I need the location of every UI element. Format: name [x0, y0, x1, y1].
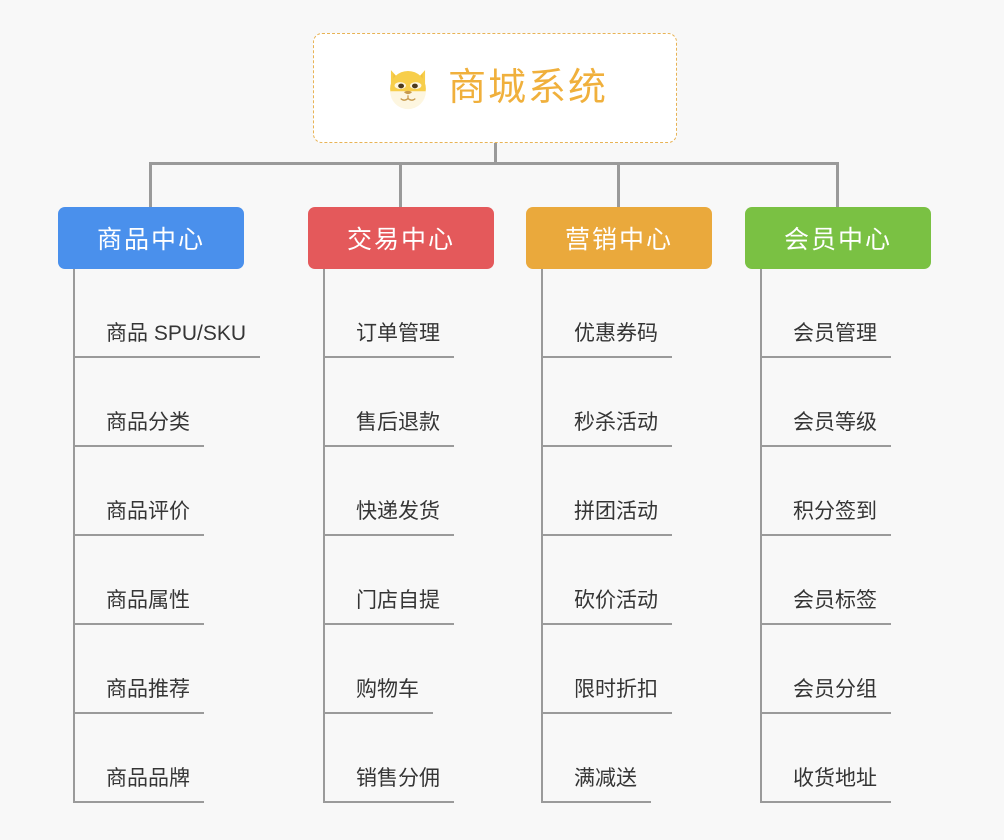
- leaf-item-rule: [73, 356, 261, 358]
- leaf-item-rule: [760, 356, 891, 358]
- leaf-item-rule: [323, 623, 454, 625]
- shiba-dog-face-icon: [390, 70, 426, 110]
- leaf-item-rule: [541, 712, 672, 714]
- leaf-list-trade-center: 订单管理 售后退款 快递发货 门店自提 购物车 销售分佣: [308, 269, 494, 803]
- leaf-spine: [541, 269, 543, 803]
- category-header-member-center[interactable]: 会员中心: [745, 207, 931, 269]
- leaf-item-rule: [760, 445, 891, 447]
- leaf-item[interactable]: 会员标签: [745, 536, 931, 625]
- leaf-item-rule: [73, 801, 204, 803]
- leaf-item-label: 会员分组: [793, 677, 877, 701]
- leaf-item[interactable]: 商品分类: [58, 358, 244, 447]
- leaf-item-label: 购物车: [356, 677, 419, 701]
- leaf-item-label: 订单管理: [356, 321, 440, 345]
- leaf-item[interactable]: 会员管理: [745, 269, 931, 358]
- category-header-marketing-center[interactable]: 营销中心: [526, 207, 712, 269]
- leaf-item[interactable]: 商品评价: [58, 447, 244, 536]
- branch-trade-center: 交易中心 订单管理 售后退款 快递发货 门店自提 购物车 销售分佣: [308, 207, 494, 803]
- leaf-item-label: 商品分类: [106, 410, 190, 434]
- connector-drop-3: [617, 162, 620, 208]
- connector-drop-4: [836, 162, 839, 208]
- leaf-item-rule: [760, 534, 891, 536]
- leaf-item-rule: [323, 712, 433, 714]
- leaf-item[interactable]: 商品品牌: [58, 714, 244, 803]
- connector-root-stem: [494, 143, 497, 164]
- leaf-item-rule: [73, 712, 204, 714]
- leaf-item-label: 会员管理: [793, 321, 877, 345]
- leaf-item-label: 优惠券码: [574, 321, 658, 345]
- root-node-content: 商城系统: [382, 62, 608, 114]
- leaf-item-label: 限时折扣: [574, 677, 658, 701]
- leaf-list-marketing-center: 优惠券码 秒杀活动 拼团活动 砍价活动 限时折扣 满减送: [526, 269, 712, 803]
- leaf-item[interactable]: 门店自提: [308, 536, 494, 625]
- leaf-item-label: 满减送: [574, 766, 637, 790]
- leaf-item-label: 会员标签: [793, 588, 877, 612]
- branch-product-center: 商品中心 商品 SPU/SKU 商品分类 商品评价 商品属性 商品推荐 商品品牌: [58, 207, 261, 803]
- leaf-item-label: 商品品牌: [106, 766, 190, 790]
- leaf-item[interactable]: 订单管理: [308, 269, 494, 358]
- leaf-item-rule: [73, 445, 204, 447]
- leaf-item-rule: [760, 623, 891, 625]
- leaf-item-label: 商品属性: [106, 588, 190, 612]
- leaf-item-rule: [323, 445, 454, 447]
- leaf-item-rule: [760, 801, 891, 803]
- root-node-title: 商城系统: [447, 67, 608, 109]
- leaf-spine: [73, 269, 75, 803]
- leaf-item-label: 门店自提: [356, 588, 440, 612]
- category-header-trade-center[interactable]: 交易中心: [308, 207, 494, 269]
- leaf-item-rule: [541, 534, 672, 536]
- leaf-item[interactable]: 限时折扣: [526, 625, 712, 714]
- leaf-item-rule: [73, 534, 204, 536]
- leaf-item[interactable]: 收货地址: [745, 714, 931, 803]
- leaf-item[interactable]: 砍价活动: [526, 536, 712, 625]
- leaf-item-label: 拼团活动: [574, 499, 658, 523]
- leaf-item[interactable]: 积分签到: [745, 447, 931, 536]
- leaf-item-label: 会员等级: [793, 410, 877, 434]
- leaf-item[interactable]: 快递发货: [308, 447, 494, 536]
- leaf-item-label: 商品推荐: [106, 677, 190, 701]
- leaf-item[interactable]: 拼团活动: [526, 447, 712, 536]
- leaf-item[interactable]: 商品 SPU/SKU: [58, 269, 261, 358]
- connector-drop-1: [149, 162, 152, 208]
- leaf-item-label: 售后退款: [356, 410, 440, 434]
- leaf-item-label: 收货地址: [793, 766, 877, 790]
- leaf-item-rule: [541, 801, 651, 803]
- branch-member-center: 会员中心 会员管理 会员等级 积分签到 会员标签 会员分组 收货地址: [745, 207, 931, 803]
- leaf-item-label: 销售分佣: [356, 766, 440, 790]
- leaf-item-label: 砍价活动: [574, 588, 658, 612]
- leaf-item[interactable]: 会员分组: [745, 625, 931, 714]
- leaf-list-member-center: 会员管理 会员等级 积分签到 会员标签 会员分组 收货地址: [745, 269, 931, 803]
- leaf-item[interactable]: 商品推荐: [58, 625, 244, 714]
- leaf-item[interactable]: 售后退款: [308, 358, 494, 447]
- branch-marketing-center: 营销中心 优惠券码 秒杀活动 拼团活动 砍价活动 限时折扣 满减送: [526, 207, 712, 803]
- leaf-item-rule: [541, 623, 672, 625]
- leaf-item-rule: [760, 712, 891, 714]
- leaf-item-label: 积分签到: [793, 499, 877, 523]
- connector-drop-2: [399, 162, 402, 208]
- leaf-item[interactable]: 商品属性: [58, 536, 244, 625]
- root-node[interactable]: 商城系统: [313, 33, 677, 143]
- leaf-item[interactable]: 销售分佣: [308, 714, 494, 803]
- leaf-item-rule: [323, 801, 454, 803]
- leaf-item-rule: [541, 356, 672, 358]
- leaf-item-label: 商品评价: [106, 499, 190, 523]
- leaf-item-label: 商品 SPU/SKU: [106, 321, 247, 345]
- leaf-item[interactable]: 满减送: [526, 714, 712, 803]
- leaf-item[interactable]: 购物车: [308, 625, 494, 714]
- leaf-spine: [323, 269, 325, 803]
- leaf-item[interactable]: 会员等级: [745, 358, 931, 447]
- leaf-list-product-center: 商品 SPU/SKU 商品分类 商品评价 商品属性 商品推荐 商品品牌: [58, 269, 261, 803]
- category-header-product-center[interactable]: 商品中心: [58, 207, 244, 269]
- leaf-item[interactable]: 秒杀活动: [526, 358, 712, 447]
- leaf-spine: [760, 269, 762, 803]
- leaf-item-rule: [323, 356, 454, 358]
- leaf-item-label: 快递发货: [356, 499, 440, 523]
- connector-horizontal-bus: [149, 162, 839, 165]
- leaf-item-rule: [541, 445, 672, 447]
- leaf-item-rule: [323, 534, 454, 536]
- leaf-item-label: 秒杀活动: [574, 410, 658, 434]
- leaf-item-rule: [73, 623, 204, 625]
- leaf-item[interactable]: 优惠券码: [526, 269, 712, 358]
